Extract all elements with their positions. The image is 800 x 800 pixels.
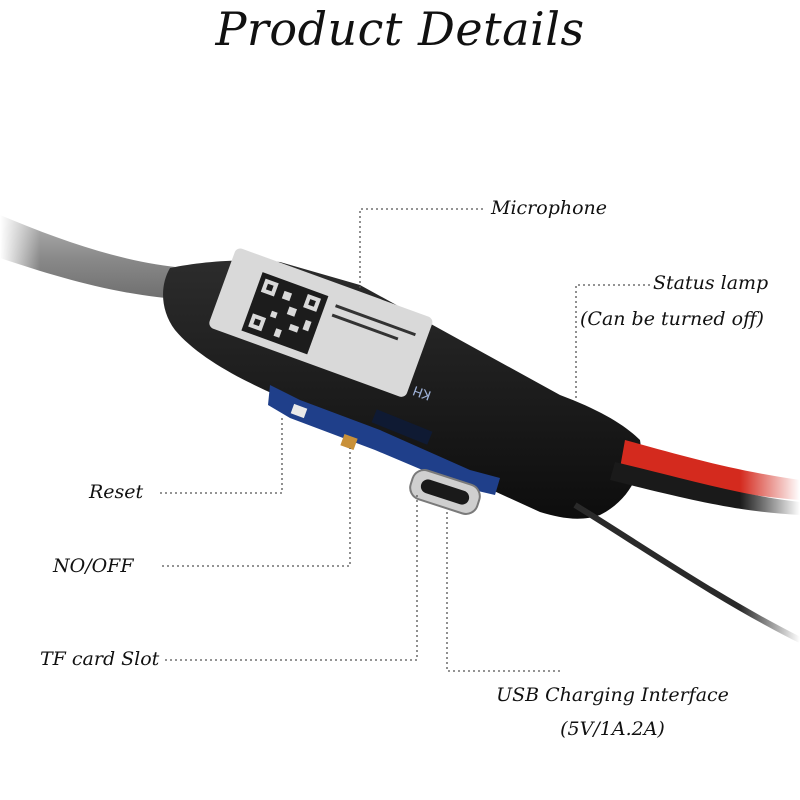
brand-marking: KH: [411, 382, 433, 402]
power-switch-component: [340, 433, 358, 451]
reset-leader: [160, 418, 283, 494]
power-switch-label: NO/OFF: [53, 555, 134, 577]
pcb-edge: [268, 385, 500, 495]
usb-spec-label: (5V/1A.2A): [560, 718, 665, 740]
leader-lines: [160, 208, 650, 672]
status-lamp-label: Status lamp: [653, 272, 769, 294]
usb-port: [409, 469, 481, 515]
usb-interface-label: USB Charging Interface: [496, 684, 729, 706]
qr-sticker: [209, 248, 433, 397]
tf-card-slot-opening: [371, 409, 433, 445]
ribbon-cable: [0, 215, 190, 300]
power-switch-leader: [162, 448, 351, 567]
status-lamp-leader: [575, 284, 650, 400]
reset-button-component: [290, 403, 308, 419]
tf-card-slot-label: TF card Slot: [40, 648, 160, 670]
status-lamp-note: (Can be turned off): [580, 308, 764, 330]
tf-card-leader: [165, 492, 418, 661]
microphone-label: Microphone: [491, 197, 608, 219]
page-title: Product Details: [215, 2, 585, 56]
microphone-leader: [359, 208, 483, 288]
reset-label: Reset: [89, 481, 144, 503]
usb-leader: [446, 510, 560, 672]
